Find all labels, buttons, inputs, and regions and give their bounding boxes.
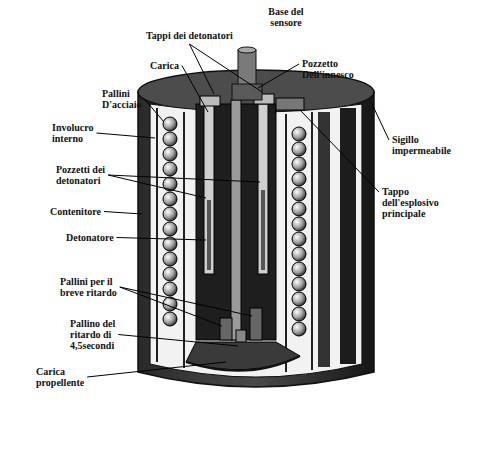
container-bottom bbox=[186, 356, 300, 371]
leader-line bbox=[182, 66, 208, 113]
inner-casing-wall bbox=[318, 112, 330, 367]
inner-casing bbox=[285, 114, 287, 372]
part-label: Carica propellente bbox=[36, 366, 106, 388]
leader-line bbox=[120, 287, 252, 316]
part-label: Contenitore bbox=[50, 206, 120, 217]
part-label: Involucro interno bbox=[52, 122, 114, 144]
leader-line bbox=[258, 64, 299, 88]
propellant-charge bbox=[186, 342, 300, 370]
part-label: Detonatore bbox=[66, 232, 136, 243]
container-wall bbox=[340, 108, 356, 364]
delay-pellet bbox=[220, 318, 232, 340]
leader-line bbox=[97, 133, 156, 138]
inner-casing bbox=[183, 112, 185, 368]
main-charge-plug bbox=[276, 98, 304, 110]
leader-line bbox=[144, 99, 164, 122]
central-tube bbox=[231, 100, 241, 340]
leader-line bbox=[118, 335, 238, 347]
detonator-well bbox=[258, 104, 268, 274]
leader-line bbox=[300, 110, 379, 192]
sensor-base-top bbox=[238, 47, 256, 53]
part-label: Base del sensore bbox=[262, 6, 310, 28]
detonator bbox=[207, 200, 211, 270]
leader-line bbox=[372, 104, 389, 140]
leader-line bbox=[87, 362, 226, 377]
leader-line bbox=[104, 212, 142, 215]
leader-line bbox=[108, 175, 260, 182]
cutaway-interior bbox=[150, 104, 362, 377]
leader-line bbox=[189, 44, 262, 92]
part-label: Sigillo impermeabile bbox=[392, 134, 470, 156]
primer-well bbox=[232, 84, 262, 100]
part-label: Tappi dei detonatori bbox=[146, 30, 258, 41]
detonator-well bbox=[204, 104, 214, 274]
part-label: Pallino del ritardo di 4,5secondi bbox=[70, 318, 136, 351]
part-label: Carica bbox=[150, 60, 190, 71]
part-label: Pallini per il breve ritardo bbox=[60, 276, 136, 298]
inner-casing bbox=[311, 112, 313, 370]
detonator-plug bbox=[200, 96, 220, 106]
part-label: Pallini D'acciaio bbox=[102, 88, 154, 110]
part-label: Pozzetti dei detonatori bbox=[56, 164, 126, 186]
inner-casing bbox=[156, 108, 158, 362]
leader-line bbox=[117, 238, 206, 241]
part-label: Pozzetto Dell'innesco bbox=[302, 58, 372, 80]
detonator bbox=[261, 190, 265, 270]
part-label: Tappo dell'esplosivo principale bbox=[382, 186, 462, 219]
delay-pellet bbox=[250, 308, 262, 340]
